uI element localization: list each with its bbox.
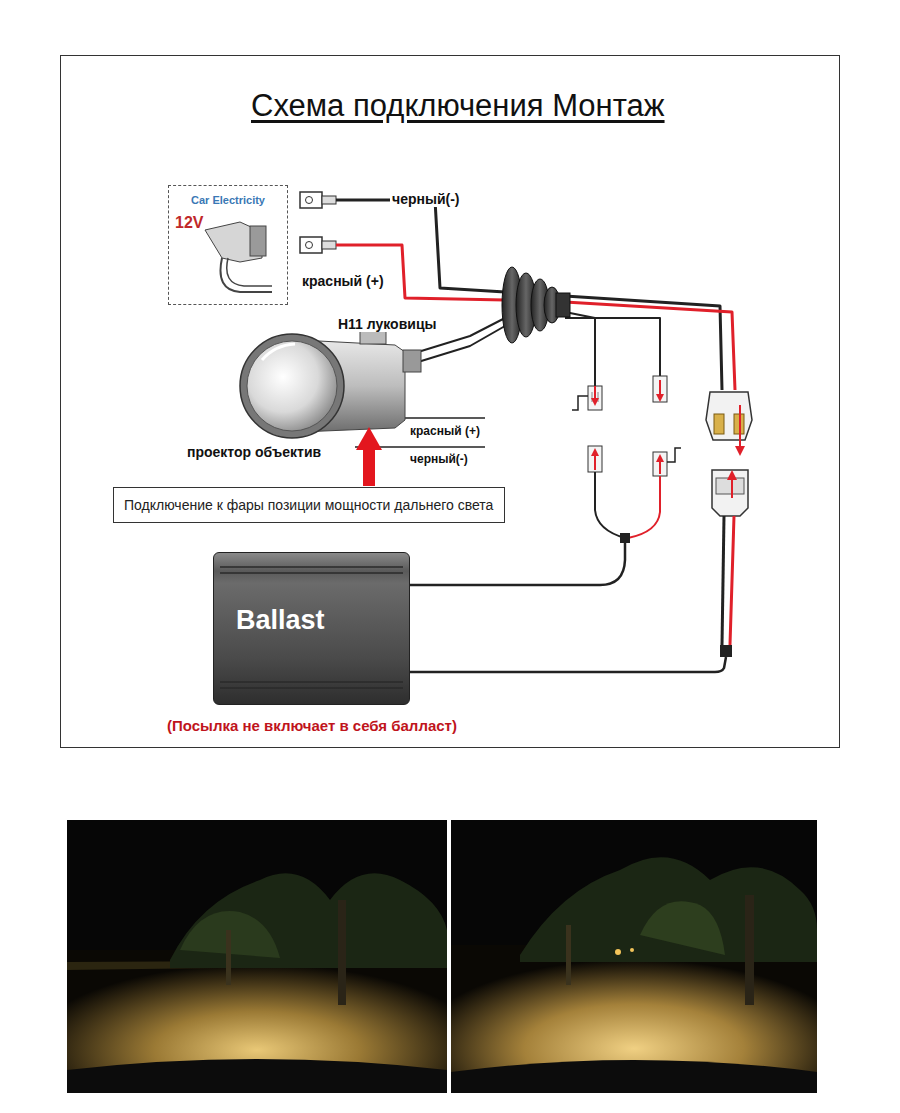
photo-left-part	[170, 873, 447, 968]
ballast-stripe	[220, 572, 403, 574]
wire-label: красный (+)	[300, 273, 386, 289]
ballast-label: Ballast	[236, 605, 399, 636]
bullet-connectors-part	[594, 454, 596, 470]
power-source-box: Car Electricity 12V	[168, 185, 288, 305]
bullet-connectors-part	[588, 446, 602, 472]
bullet-connectors-part	[628, 476, 660, 538]
photo-right-part	[745, 895, 754, 1005]
ring-terminals-part	[322, 196, 336, 204]
red-arrow	[356, 427, 382, 486]
red-arrow-part	[356, 427, 382, 450]
note-text: (Посылка не включает в себя балласт)	[165, 717, 459, 734]
bullet-connectors-part	[653, 376, 667, 402]
wire-label: красный (+)	[408, 424, 482, 438]
h11-plug-part	[716, 478, 744, 494]
bullet-connectors-part	[656, 454, 664, 462]
projector-lens	[240, 328, 421, 438]
h11-plug-part	[410, 657, 726, 672]
ring-terminals-part	[300, 237, 322, 253]
harness-wires-part	[565, 302, 735, 390]
photo-right-part	[451, 820, 817, 1093]
projector-lens-part	[403, 350, 421, 372]
h11-plug-part	[727, 470, 737, 480]
wire-label: черный(-)	[390, 191, 461, 207]
ring-terminals-part	[306, 242, 313, 249]
photo-right-part	[615, 949, 621, 955]
part-label: проектор объектив	[185, 444, 323, 460]
rubber-grommet-part	[556, 293, 570, 317]
power-plug-part	[227, 258, 272, 286]
bullet-connectors-part	[659, 460, 661, 474]
projector-lens-part	[262, 344, 295, 360]
harness-wires-part	[565, 312, 595, 376]
ballast-stripe	[220, 566, 403, 568]
source-label: Car Electricity	[175, 194, 281, 206]
projector-lens-part	[240, 334, 344, 438]
h11-plug-part	[730, 516, 734, 645]
h11-plug-part	[720, 645, 732, 657]
ring-terminals-part	[322, 241, 336, 249]
photo-right-part	[451, 945, 817, 1093]
ballast-stripe	[220, 687, 403, 689]
h11-plug-part	[739, 405, 741, 450]
harness-wires-part	[565, 318, 660, 366]
callout-text: Подключение к фары позиции мощности даль…	[124, 497, 494, 513]
power-plug-part	[220, 258, 272, 292]
h11-plug-part	[714, 414, 724, 434]
ring-terminals	[300, 192, 336, 253]
bullet-connectors-part	[667, 448, 681, 462]
bullet-connectors-part	[659, 380, 661, 396]
voltage-label: 12V	[175, 214, 281, 232]
wire-label: черный(-)	[408, 452, 470, 466]
frame-part	[61, 56, 840, 748]
ballast-box: Ballast	[213, 552, 410, 705]
bullet-connectors-part	[410, 543, 625, 585]
photo-left-part	[338, 900, 346, 1005]
photo-left-part	[67, 1059, 447, 1093]
frame	[61, 56, 840, 748]
bullet-connectors-part	[591, 448, 599, 456]
bullet-connectors-part	[620, 533, 630, 543]
bullet-connectors-part	[588, 386, 602, 410]
bullet-connectors-part	[572, 396, 588, 410]
ring-terminals-part	[306, 197, 313, 204]
photo-left-part	[67, 950, 447, 1093]
callout-box: Подключение к фары позиции мощности даль…	[113, 487, 505, 523]
bullet-connectors-part	[595, 472, 625, 538]
diagram-title: Схема подключения Монтаж	[251, 88, 665, 124]
rubber-grommet	[502, 267, 570, 343]
bullet-connectors-part	[594, 386, 596, 400]
photo-left	[67, 820, 447, 1093]
photo-right-part	[520, 857, 817, 962]
bullet-connectors-part	[591, 398, 599, 406]
power-plug	[205, 222, 272, 292]
bullet-connectors-part	[656, 394, 664, 402]
projector-lens-part	[247, 341, 337, 431]
bullet-connectors-part	[594, 376, 596, 386]
bullet-connectors-part	[653, 452, 667, 476]
photo-right-part	[630, 948, 634, 952]
photo-left-part	[67, 820, 447, 1093]
photo-right-part	[566, 925, 571, 985]
bullet-connectors	[410, 366, 681, 585]
bullet-connectors-part	[659, 366, 661, 376]
h11-plug-part	[712, 470, 748, 516]
h11-plug-part	[706, 392, 752, 440]
h11-plug-part	[735, 446, 745, 456]
photo-left-part	[226, 930, 231, 985]
photo-right	[451, 820, 817, 1093]
photo-right-part	[640, 901, 725, 955]
photo-right-part	[451, 1060, 817, 1093]
part-label: H11 луковицы	[336, 316, 438, 332]
h11-plug-part	[722, 516, 724, 645]
ring-terminals-part	[300, 192, 322, 208]
ballast-stripe	[220, 681, 403, 683]
power-plug-part	[250, 226, 266, 256]
red-arrow-part	[363, 448, 375, 486]
